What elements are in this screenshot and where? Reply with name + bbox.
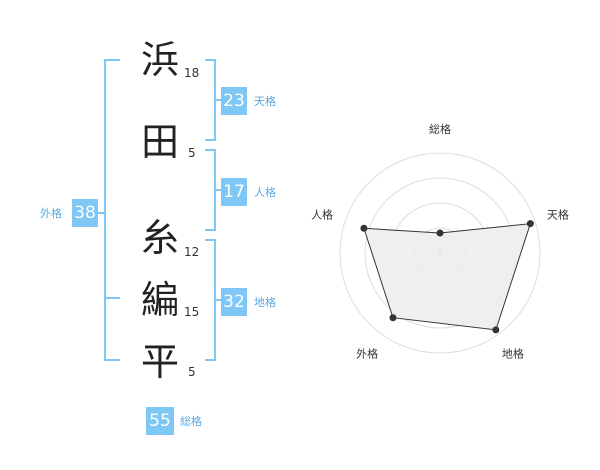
tenkaku-value: 23 [221,87,247,115]
radar-axis-label-3: 地格 [502,346,524,360]
stroke-count-1: 18 [184,66,200,80]
radar-axis-label-2: 天格 [547,208,569,222]
soukaku-label: 総格 [180,415,202,428]
name-char-4: 編 [140,278,179,322]
gaikaku-value: 38 [72,199,98,227]
radar-point-3 [492,326,500,334]
radar-point-1 [436,229,444,237]
gaikaku-bracket [104,59,120,361]
radar-series-polygon [363,223,532,331]
radar-axis-label-5: 人格 [311,208,333,222]
radar-axis-label-1: 総格 [429,122,451,136]
chikaku-label: 地格 [254,296,276,309]
jinkaku-value: 17 [221,178,247,206]
radar-ring-4 [339,152,541,354]
soukaku-value: 55 [146,407,174,435]
radar-point-4 [389,314,397,322]
name-char-5: 平 [140,340,179,384]
name-char-1: 浜 [140,38,179,82]
stroke-count-3: 12 [184,245,200,259]
gaikaku-label: 外格 [40,207,62,220]
tenkaku-label: 天格 [254,95,276,108]
radar-point-5 [360,224,368,232]
stroke-count-4: 15 [184,305,200,319]
name-char-2: 田 [140,120,179,164]
chikaku-value: 32 [221,288,247,316]
radar-point-2 [526,220,534,228]
name-char-3: 糸 [140,216,179,260]
jinkaku-label: 人格 [254,186,276,199]
radar-axis-label-4: 外格 [356,346,378,360]
stroke-count-5: 5 [188,365,196,379]
stroke-count-2: 5 [188,146,196,160]
